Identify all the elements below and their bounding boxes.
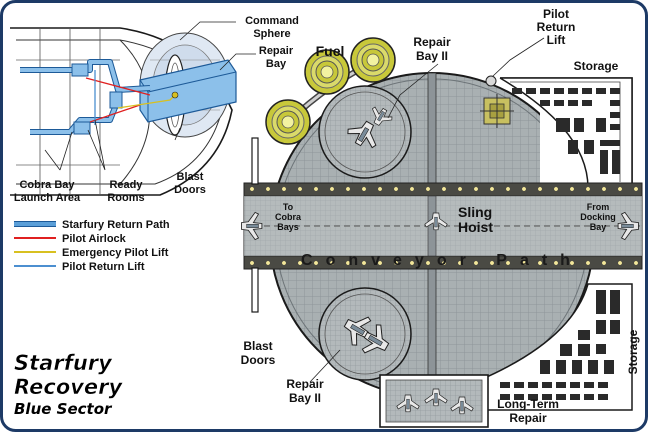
conveyor-light bbox=[617, 260, 623, 266]
conveyor-light bbox=[617, 186, 623, 192]
conveyor-light bbox=[249, 186, 255, 192]
conveyor-light bbox=[265, 186, 271, 192]
conveyor-light bbox=[521, 260, 527, 266]
conveyor-light bbox=[313, 186, 319, 192]
repair-bay-top bbox=[318, 85, 412, 179]
cutaway-leaders bbox=[44, 21, 256, 171]
conveyor-light bbox=[489, 260, 495, 266]
bay-leaders bbox=[309, 63, 439, 383]
storage-racks-top bbox=[512, 88, 620, 174]
conveyor-light bbox=[553, 186, 559, 192]
conveyor-light bbox=[329, 260, 335, 266]
legend-label: Pilot Airlock bbox=[62, 233, 127, 245]
conveyor-light bbox=[601, 186, 607, 192]
storage-right-label: Storage bbox=[626, 329, 640, 374]
conveyor-light bbox=[585, 186, 591, 192]
conveyor-light bbox=[329, 186, 335, 192]
fuel-label: Fuel bbox=[316, 43, 345, 59]
legend-label: Starfury Return Path bbox=[62, 219, 170, 231]
conveyor-light bbox=[553, 260, 559, 266]
legend-item-starfury-return-path: Starfury Return Path bbox=[14, 219, 170, 231]
conveyor-light bbox=[457, 186, 463, 192]
conveyor-light bbox=[345, 260, 351, 266]
conveyor-light bbox=[377, 260, 383, 266]
conveyor-light bbox=[585, 260, 591, 266]
title-line-3: Blue Sector bbox=[14, 400, 113, 418]
diagram-title: Starfury Recovery Blue Sector bbox=[14, 351, 124, 418]
conveyor-light bbox=[633, 260, 639, 266]
conveyor-light bbox=[521, 186, 527, 192]
legend-item-emergency-pilot-lift: Emergency Pilot Lift bbox=[14, 247, 169, 259]
conveyor-light bbox=[569, 186, 575, 192]
conveyor-light bbox=[505, 186, 511, 192]
conveyor-light bbox=[361, 186, 367, 192]
conveyor-light bbox=[505, 260, 511, 266]
storage-top-label: Storage bbox=[574, 59, 619, 73]
repair-bay-bottom bbox=[318, 287, 412, 381]
conveyor-light bbox=[313, 260, 319, 266]
conveyor-light bbox=[473, 260, 479, 266]
legend-label: Emergency Pilot Lift bbox=[62, 247, 169, 259]
conveyor-light bbox=[409, 260, 415, 266]
conveyor-light bbox=[489, 186, 495, 192]
conveyor-light bbox=[281, 260, 287, 266]
long-term-repair bbox=[379, 374, 489, 428]
conveyor-light bbox=[361, 260, 367, 266]
conveyor-light bbox=[633, 186, 639, 192]
station-cutaway bbox=[10, 27, 237, 196]
conveyor-light bbox=[297, 260, 303, 266]
pilot-return-lift bbox=[480, 37, 545, 128]
legend-item-pilot-airlock: Pilot Airlock bbox=[14, 233, 127, 245]
conveyor-light bbox=[249, 260, 255, 266]
legend-label: Pilot Return Lift bbox=[62, 261, 145, 273]
conveyor-light bbox=[393, 260, 399, 266]
conveyor-light bbox=[425, 260, 431, 266]
title-line-1: Starfury bbox=[14, 351, 113, 375]
conveyor-light bbox=[425, 186, 431, 192]
conveyor-lights bbox=[249, 186, 639, 266]
conveyor-light bbox=[345, 186, 351, 192]
storage-racks-bottom bbox=[500, 290, 620, 400]
conveyor-light bbox=[409, 186, 415, 192]
conveyor-light bbox=[473, 186, 479, 192]
conveyor-light bbox=[441, 260, 447, 266]
legend-item-pilot-return-lift: Pilot Return Lift bbox=[14, 261, 145, 273]
conveyor-path-label: Conveyor Path bbox=[301, 252, 583, 269]
conveyor-light bbox=[297, 186, 303, 192]
conveyor-light bbox=[441, 186, 447, 192]
conveyor-light bbox=[537, 260, 543, 266]
conveyor-light bbox=[601, 260, 607, 266]
conveyor-light bbox=[569, 260, 575, 266]
title-line-2: Recovery bbox=[14, 375, 124, 399]
conveyor-light bbox=[457, 260, 463, 266]
conveyor-light bbox=[393, 186, 399, 192]
fuel-tanks bbox=[265, 37, 396, 145]
legend: Starfury Return Path Pilot Airlock Emerg… bbox=[14, 219, 170, 273]
blast-doors-main bbox=[251, 137, 259, 313]
conveyor-light bbox=[377, 186, 383, 192]
conveyor-light bbox=[537, 186, 543, 192]
conveyor-light bbox=[265, 260, 271, 266]
conveyor-light bbox=[281, 186, 287, 192]
